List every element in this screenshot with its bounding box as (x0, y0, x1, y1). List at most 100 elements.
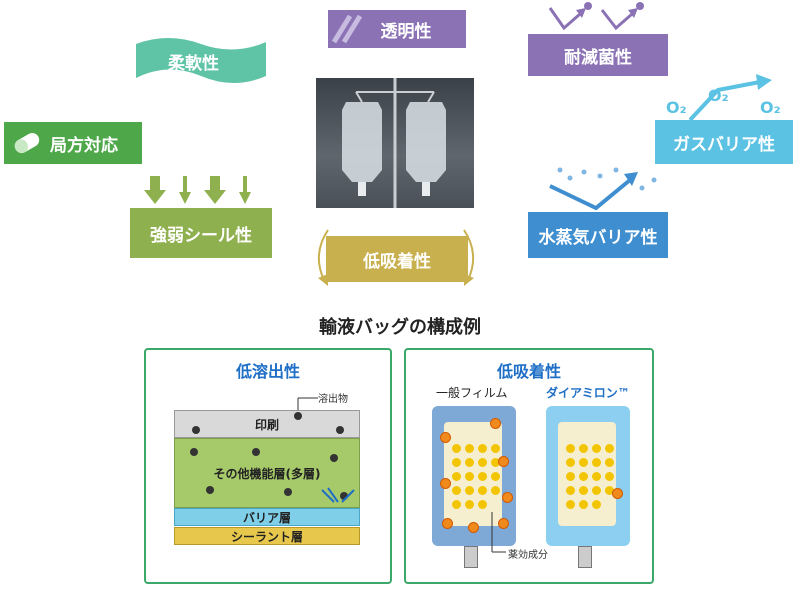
o2-label-1: O₂ (666, 98, 687, 117)
adsorbed-particle (502, 492, 513, 503)
drug-particle (452, 500, 461, 509)
eluate-dot (192, 426, 200, 434)
vapor-barrier-arrow (530, 166, 670, 216)
adsorbed-particle (612, 488, 623, 499)
drug-particle (605, 472, 614, 481)
low-adsorption-panel-title: 低吸着性 (496, 362, 561, 381)
drug-particle (566, 472, 575, 481)
drug-particle (566, 458, 575, 467)
seal-tag: 強弱シール性 (130, 208, 272, 258)
low-adsorption-panel: 低吸着性 一般フィルム ダイアミロン™ 薬効成分 (404, 348, 654, 584)
adsorbed-particle (440, 478, 451, 489)
eluate-dot (340, 492, 348, 500)
gas-barrier-arrow: O₂ O₂ O₂ (660, 70, 790, 122)
transparency-label: 透明性 (380, 21, 432, 42)
adsorbed-particle (490, 418, 501, 429)
drug-particle (478, 486, 487, 495)
drug-particle (452, 458, 461, 467)
vapor-barrier-tag: 水蒸気バリア性 (528, 212, 668, 258)
eluate-dot (190, 448, 198, 456)
sterilization-arrows (540, 0, 660, 34)
eluate-dot (206, 486, 214, 494)
drug-particle (465, 444, 474, 453)
functional-layer-label: その他機能層(多層) (213, 466, 321, 481)
sterilization-tag: 耐滅菌性 (528, 34, 668, 76)
stripe-icon (332, 14, 362, 44)
drug-particle (605, 486, 614, 495)
adsorbed-particle (498, 518, 509, 529)
vapor-barrier-label: 水蒸気バリア性 (538, 227, 658, 248)
eluate-leader (297, 397, 318, 410)
drug-particle (566, 500, 575, 509)
gas-barrier-label: ガスバリア性 (673, 134, 775, 155)
drug-particle (478, 458, 487, 467)
eluate-label: 溶出物 (318, 394, 348, 405)
drug-particle (579, 486, 588, 495)
eluate-dot (330, 454, 338, 462)
drug-particle (491, 458, 500, 467)
drug-particle (465, 472, 474, 481)
barrier-layer: バリア層 (174, 508, 360, 526)
low-adsorption-label: 低吸着性 (363, 251, 431, 272)
drug-particle (579, 444, 588, 453)
drug-particle (465, 486, 474, 495)
drug-particle (465, 500, 474, 509)
general-film-bag (432, 406, 516, 546)
low-adsorption-tag: 低吸着性 (326, 236, 468, 282)
drug-particle (478, 472, 487, 481)
adsorbed-particle (440, 432, 451, 443)
gas-barrier-tag: ガスバリア性 (655, 120, 793, 164)
seal-label: 強弱シール性 (150, 225, 252, 246)
print-layer: 印刷 (174, 410, 360, 438)
transparency-tag: 透明性 (328, 10, 466, 48)
drug-particle (592, 458, 601, 467)
low-elution-panel: 低溶出性 溶出物 印刷 その他機能層(多層) バリア層 シーラント層 (144, 348, 392, 584)
drug-particle (579, 500, 588, 509)
eluate-dot (284, 488, 292, 496)
blocked-rays (321, 487, 355, 503)
barrier-layer-label: バリア層 (242, 510, 291, 525)
flexibility-label: 柔軟性 (168, 54, 219, 74)
functional-layer: その他機能層(多層) (174, 438, 360, 508)
drug-particle (566, 486, 575, 495)
drug-particle (478, 500, 487, 509)
eluate-dot (336, 426, 344, 434)
drug-particle (491, 486, 500, 495)
sterilization-label: 耐滅菌性 (564, 47, 632, 68)
drug-particle (592, 444, 601, 453)
drug-leader (491, 512, 506, 553)
drug-particle (579, 458, 588, 467)
drug-particle (579, 472, 588, 481)
drug-particle (452, 444, 461, 453)
eluate-dot (294, 412, 302, 420)
pharmacopoeia-tag: 局方対応 (4, 122, 142, 164)
drug-particle (592, 472, 601, 481)
general-film-port (464, 546, 478, 568)
drug-particle (592, 500, 601, 509)
pharmacopoeia-label: 局方対応 (50, 135, 118, 156)
flexibility-tag: 柔軟性 (134, 34, 268, 88)
low-elution-title: 低溶出性 (235, 362, 300, 381)
drug-particle (491, 472, 500, 481)
capsule-icon (14, 133, 40, 154)
o2-label-2: O₂ (708, 86, 729, 105)
diamilon-label: ダイアミロン™ (546, 386, 630, 400)
iv-bag-photo (316, 78, 474, 208)
drug-particle (452, 486, 461, 495)
diamilon-port (578, 546, 592, 568)
drug-label: 薬効成分 (508, 550, 548, 561)
drug-particle (478, 444, 487, 453)
diagram-title: 輸液バッグの構成例 (319, 317, 481, 338)
adsorbed-particle (442, 518, 453, 529)
eluate-dot (252, 448, 260, 456)
drug-particle (465, 458, 474, 467)
general-film-label: 一般フィルム (436, 386, 508, 400)
drug-particle (452, 472, 461, 481)
drug-particle (605, 444, 614, 453)
adsorbed-particle (468, 522, 479, 533)
drug-particle (566, 444, 575, 453)
sealant-layer: シーラント層 (174, 527, 360, 545)
drug-particle (605, 458, 614, 467)
sealant-layer-label: シーラント層 (230, 529, 303, 544)
o2-label-3: O₂ (760, 98, 781, 117)
